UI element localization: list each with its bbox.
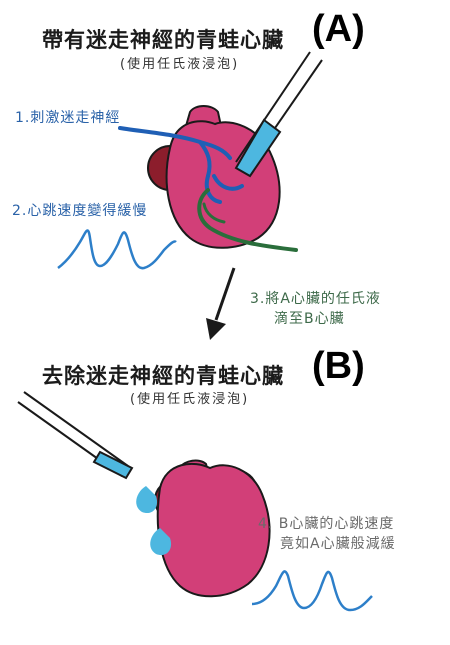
heart-b-letter: (B) xyxy=(312,345,365,387)
heart-b xyxy=(154,459,271,598)
step-3-line2: 滴至B心臟 xyxy=(274,311,345,327)
heart-b-subtitle: (使用任氏液浸泡) xyxy=(130,392,250,407)
green-nerve-a xyxy=(197,188,298,252)
pipette-a xyxy=(234,51,323,178)
drop-2 xyxy=(150,528,172,556)
heart-b-ventricle xyxy=(156,462,271,598)
drop-1 xyxy=(136,486,158,514)
pipette-b xyxy=(17,391,134,480)
step-1-label: 1.刺激迷走神經 xyxy=(15,110,121,126)
step-4-line2: 竟如A心臟般減緩 xyxy=(280,536,396,552)
heartbeat-wave-b xyxy=(251,570,373,612)
arrow-down xyxy=(206,267,236,340)
heart-a-letter: (A) xyxy=(312,8,365,50)
heartbeat-wave-a xyxy=(57,229,177,270)
heart-a-title: 帶有迷走神經的青蛙心臟 xyxy=(42,28,284,52)
heart-b-title: 去除迷走神經的青蛙心臟 xyxy=(42,364,284,388)
step-3-line1: 3.將A心臟的任氏液 xyxy=(250,291,381,307)
heart-a-subtitle: (使用任氏液浸泡) xyxy=(120,57,240,72)
step-4-line1: 4. B心臟的心跳速度 xyxy=(258,516,395,532)
step-2-label: 2.心跳速度變得緩慢 xyxy=(12,203,148,219)
